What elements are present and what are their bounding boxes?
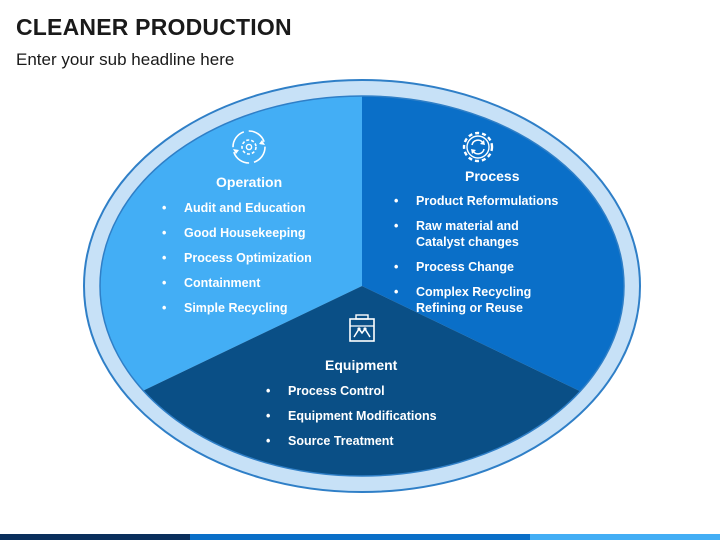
list-item: Product Reformulations (394, 193, 564, 209)
process-section: Process Product Reformulations Raw mater… (394, 168, 564, 325)
list-item: Audit and Education (162, 200, 337, 216)
operation-section: Operation Audit and Education Good House… (162, 174, 337, 325)
process-list: Product Reformulations Raw material and … (394, 193, 564, 316)
equipment-section: Equipment Process Control Equipment Modi… (266, 357, 456, 458)
list-item: Process Optimization (162, 250, 337, 266)
list-item: Containment (162, 275, 337, 291)
inner-border (99, 95, 625, 477)
list-item: Source Treatment (266, 433, 456, 449)
list-item: Simple Recycling (162, 300, 337, 316)
toolbox-icon (349, 314, 375, 342)
list-item: Process Control (266, 383, 456, 399)
gear-cycle-icon (232, 130, 266, 164)
process-title: Process (465, 168, 520, 184)
list-item: Complex Recycling Refining or Reuse (394, 284, 541, 316)
gear-arrows-icon (462, 131, 494, 163)
list-item: Raw material and Catalyst changes (394, 218, 536, 250)
list-item: Good Housekeeping (162, 225, 337, 241)
page-subtitle: Enter your sub headline here (16, 50, 235, 69)
footer-bar (0, 534, 720, 540)
page-title: CLEANER PRODUCTION (16, 14, 292, 40)
operation-title: Operation (216, 174, 283, 190)
equipment-title: Equipment (325, 357, 398, 373)
list-item: Process Change (394, 259, 564, 275)
equipment-list: Process Control Equipment Modifications … (266, 383, 456, 449)
operation-list: Audit and Education Good Housekeeping Pr… (162, 200, 337, 316)
list-item: Equipment Modifications (266, 408, 456, 424)
